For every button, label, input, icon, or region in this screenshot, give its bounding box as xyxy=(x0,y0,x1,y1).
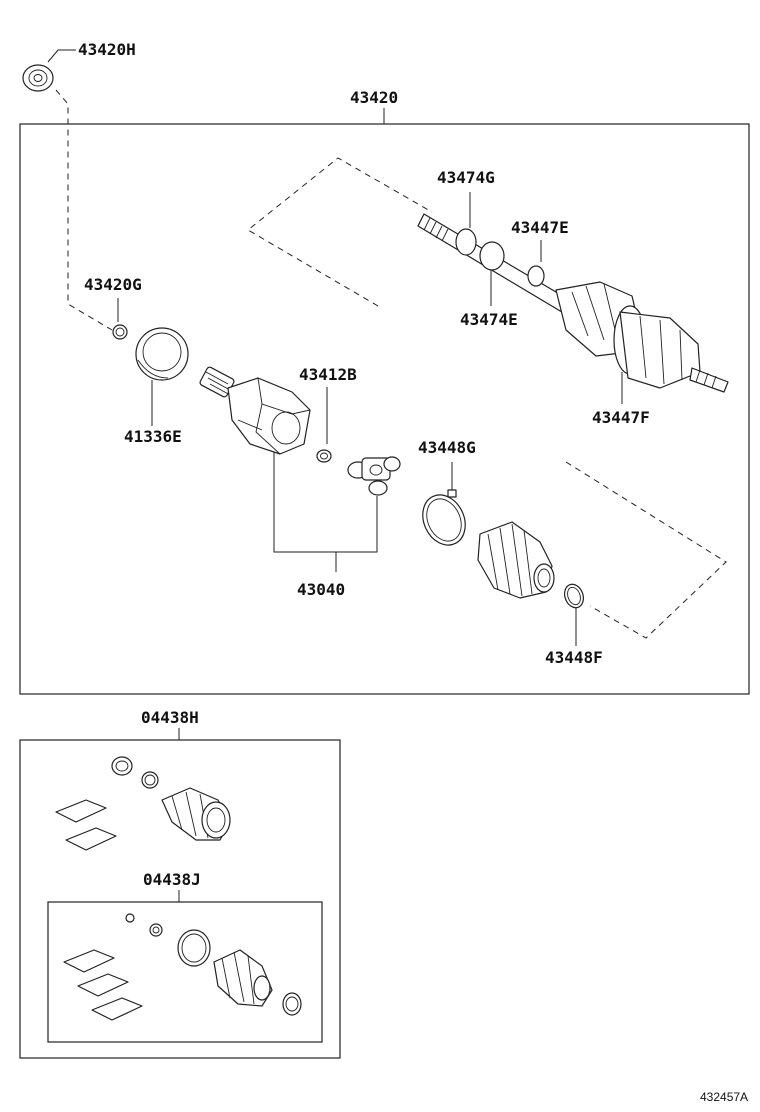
label-43474G: 43474G xyxy=(437,168,495,187)
part-43040-inner-joint xyxy=(199,366,311,455)
label-43448F: 43448F xyxy=(545,648,603,667)
diagram-code: 432457A xyxy=(700,1090,748,1104)
label-43040: 43040 xyxy=(297,580,345,599)
dashed-outline-shaft xyxy=(247,157,433,307)
label-43447E: 43447E xyxy=(511,218,569,237)
kit-04438J-contents xyxy=(63,913,302,1021)
leader-43420H xyxy=(47,49,76,63)
part-43040-tripod xyxy=(347,456,401,496)
part-drive-shaft xyxy=(417,213,601,331)
label-41336E: 41336E xyxy=(124,427,182,446)
kit-frame-04438H xyxy=(19,739,341,1059)
part-43412B-clip xyxy=(316,449,332,463)
label-43420H: 43420H xyxy=(78,40,136,59)
kit-frame-04438J xyxy=(47,901,323,1043)
part-inner-boot xyxy=(477,521,555,599)
part-43448F-clamp xyxy=(563,583,585,609)
label-43447F: 43447F xyxy=(592,408,650,427)
dashed-ref-43420H xyxy=(55,89,113,331)
label-04438H: 04438H xyxy=(141,708,199,727)
label-43412B: 43412B xyxy=(299,365,357,384)
part-43448G-clamp xyxy=(422,489,466,546)
label-43420: 43420 xyxy=(350,88,398,107)
label-43474E: 43474E xyxy=(460,310,518,329)
label-43420G: 43420G xyxy=(84,275,142,294)
dashed-outline-boot xyxy=(565,461,727,639)
part-41336E-ring xyxy=(135,327,189,381)
label-43448G: 43448G xyxy=(418,438,476,457)
kit-04438H-contents xyxy=(55,756,231,851)
part-43420H-seal xyxy=(22,64,54,92)
label-04438J: 04438J xyxy=(143,870,201,889)
part-outer-boot xyxy=(555,281,729,393)
part-43420G-snap-ring xyxy=(112,324,128,340)
leader-43040 xyxy=(273,448,378,553)
